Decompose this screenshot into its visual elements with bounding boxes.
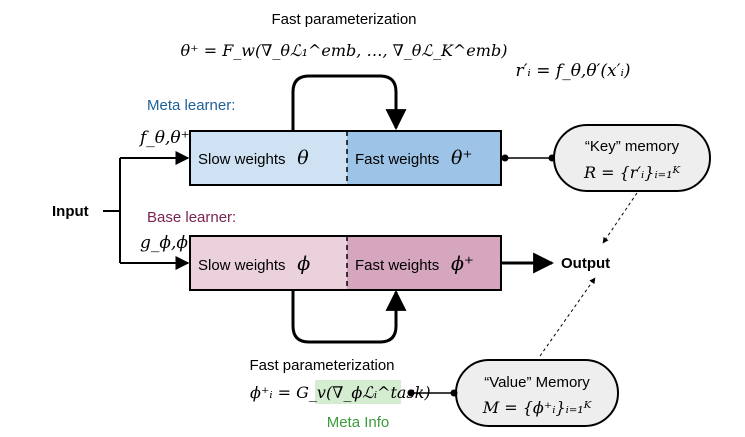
meta-learner-border [189, 130, 502, 186]
bottom-param-formula: ϕ⁺ᵢ = G_v(∇_ϕℒᵢ^task) [250, 383, 431, 402]
bottom-param-title: Fast parameterization [249, 357, 394, 374]
base-update-loop-arrow [291, 289, 407, 344]
meta-connector-dot [501, 154, 509, 162]
base-slow-weights: Slow weights ϕ [198, 253, 310, 275]
meta-info-label: Meta Info [327, 414, 390, 431]
value-memory-formula: M = {ϕ⁺ᵢ}ᵢ₌₁ᴷ [482, 398, 593, 417]
output-label: Output [561, 255, 610, 272]
key-memory-formula: R = {r′ᵢ}ᵢ₌₁ᴷ [583, 163, 682, 182]
base-learner-func: g_ϕ,ϕ⁺ [140, 233, 197, 253]
base-slow-weights-box [190, 236, 347, 290]
meta-slow-weights-box [190, 131, 347, 185]
meta-learner-label: Meta learner: [147, 97, 235, 114]
task-gradient-highlight [315, 380, 401, 404]
base-fast-weights-box [347, 236, 501, 290]
base-fast-weights: Fast weights ϕ⁺ [355, 253, 474, 275]
meta-fast-weights: Fast weights θ⁺ [355, 147, 472, 169]
value-memory-connector-dot [450, 389, 458, 397]
meta-learner-func: f_θ,θ⁺ [138, 128, 190, 148]
base-learner-label: Base learner: [147, 209, 236, 226]
key-memory-to-output-dashed-arrow [602, 192, 638, 244]
value-memory-to-output-dashed-arrow [539, 277, 596, 357]
top-param-title: Fast parameterization [271, 11, 416, 28]
meta-fast-weights-box [347, 131, 501, 185]
top-param-formula: θ⁺ = F_w(∇_θℒ₁^emb, …, ∇_θℒ_K^emb) [181, 41, 508, 60]
value-memory-title: “Value” Memory [484, 374, 590, 391]
param-connector-dot [407, 389, 415, 397]
key-formula: r′ᵢ = f_θ,θ′(x′ᵢ) [515, 61, 630, 81]
key-memory-box [553, 124, 711, 192]
meta-slow-weights: Slow weights θ [198, 147, 309, 169]
key-memory-title: “Key” memory [585, 138, 680, 155]
input-label: Input [52, 203, 89, 220]
meta-update-loop-arrow [291, 74, 407, 131]
